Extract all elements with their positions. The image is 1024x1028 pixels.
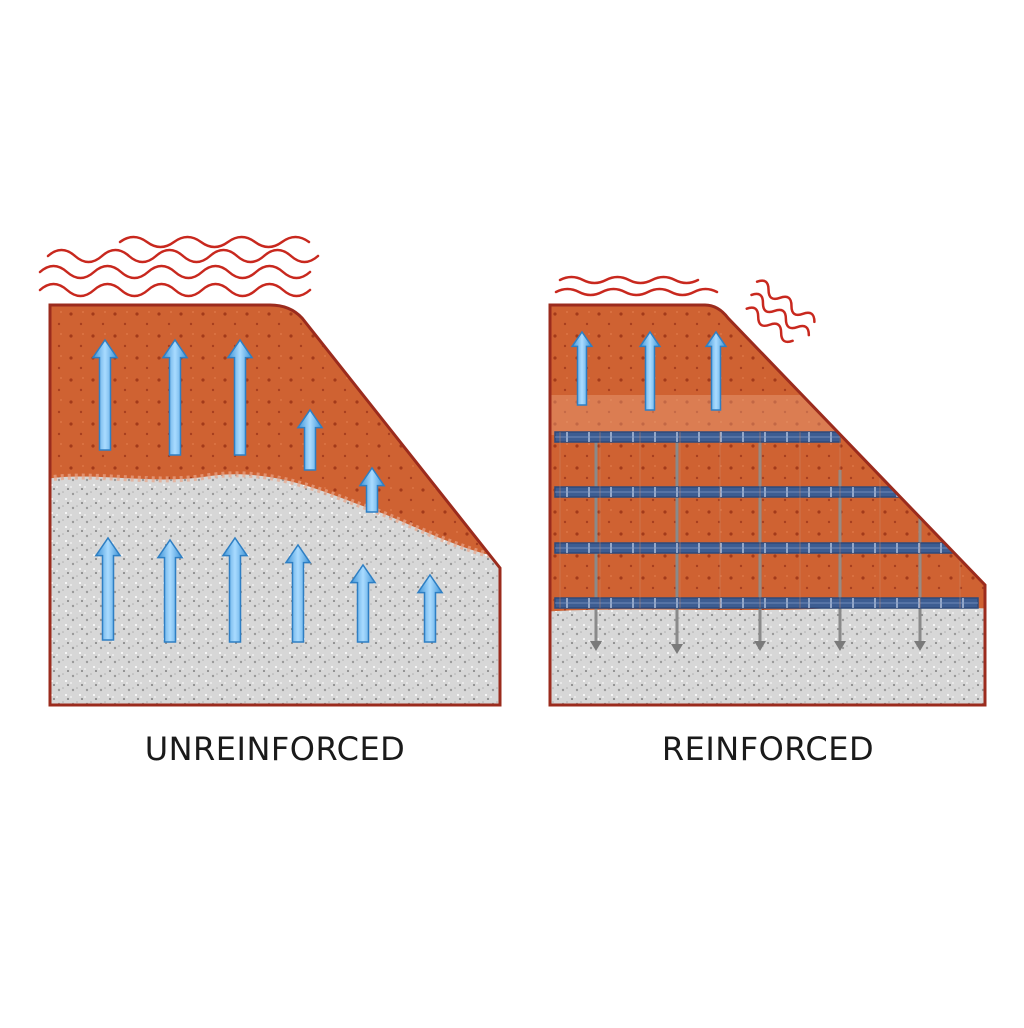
unreinforced-slope xyxy=(38,235,502,707)
geogrid-layer xyxy=(554,597,979,609)
arrow-up-icon xyxy=(296,408,324,471)
arrow-up-icon xyxy=(91,338,119,451)
wave-icon xyxy=(38,264,312,280)
arrow-up-icon xyxy=(221,536,249,643)
soil-gravel-boundary xyxy=(50,471,500,563)
seepage-arrows xyxy=(91,338,444,643)
seepage-arrows xyxy=(570,330,728,411)
arrow-up-icon xyxy=(704,330,728,411)
wave-icon xyxy=(46,248,320,264)
wave-icon xyxy=(558,275,700,285)
wave-icon xyxy=(38,282,312,298)
arrow-up-icon xyxy=(161,338,189,456)
caption-unreinforced: UNREINFORCED xyxy=(144,730,406,768)
wave-icon xyxy=(750,292,811,337)
wave-icon xyxy=(745,306,794,344)
wave-cluster xyxy=(745,279,816,344)
slope-outline xyxy=(548,303,987,707)
arrow-up-icon xyxy=(226,338,254,456)
arrow-up-icon xyxy=(416,573,444,643)
arrow-up-icon xyxy=(570,330,594,406)
arrow-up-icon xyxy=(349,563,377,643)
geogrid-layer xyxy=(554,431,841,443)
arrow-up-icon xyxy=(358,466,386,513)
reinforced-slope xyxy=(548,275,987,707)
vibration-waves xyxy=(38,235,320,298)
wave-icon xyxy=(554,287,719,297)
slope-outline xyxy=(48,303,502,707)
gravel-texture xyxy=(550,604,985,705)
arrow-up-icon xyxy=(156,538,184,643)
caption-reinforced: REINFORCED xyxy=(661,730,875,768)
gravel-texture xyxy=(50,474,500,705)
vibration-waves xyxy=(554,275,816,344)
arrow-up-icon xyxy=(638,330,662,411)
geogrid-layer xyxy=(554,542,956,554)
upper-soil-lighter-band xyxy=(550,395,985,435)
arrow-up-icon xyxy=(94,536,122,641)
wave-icon xyxy=(755,279,816,324)
arrow-up-icon xyxy=(284,543,312,643)
wave-icon xyxy=(118,235,311,249)
geogrid-layer xyxy=(554,486,901,498)
